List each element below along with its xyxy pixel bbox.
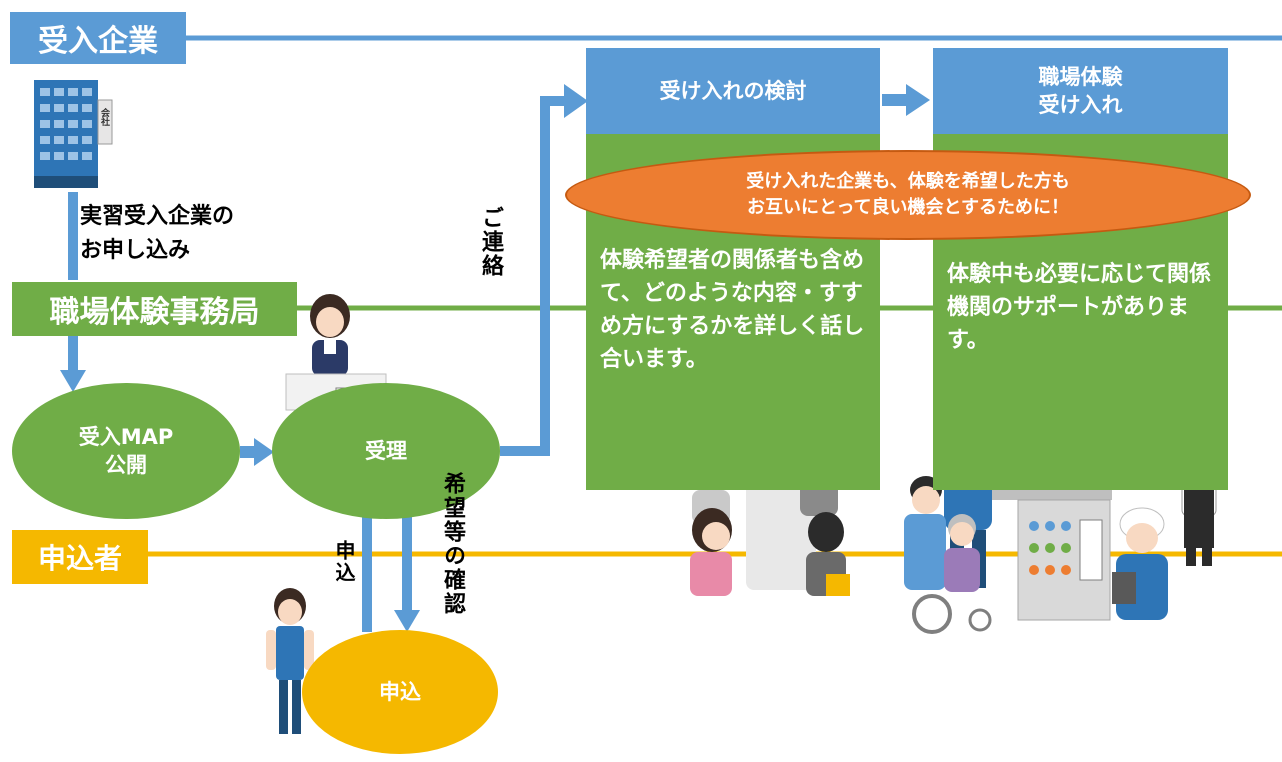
node-map-line-1: 受入MAP [78,424,174,449]
consider-box-title: 受け入れの検討 [586,48,880,134]
node-map-publish: 受入MAP 公開 [12,383,240,519]
node-receipt: 受理 [272,383,500,519]
banner-line-1: 受け入れた企業も、体験を希望した方も [746,170,1070,192]
lane-label-office: 職場体験事務局 [12,282,297,336]
consider-box-text: 体験希望者の関係者も含めて、どのような内容・すすめ方にするかを詳しく話し合います… [600,248,865,372]
lane-label-applicant: 申込者 [12,530,148,584]
node-apply: 申込 [302,630,498,754]
arrow-company-to-office [60,192,86,392]
banner-line-2: お互いにとって良い機会とするために！ [746,197,1070,218]
lane-label-company: 受入企業 [10,12,186,64]
accept-box-title-line-2: 受け入れ [1038,93,1123,117]
arrow-consider-to-accept [882,84,930,116]
office-building-icon [34,80,113,188]
confirm-arrow-label: 希望等の確認 [440,472,465,616]
building-sign: 会社 [99,108,109,126]
apply-arrow-label: 申込 [332,540,356,584]
accept-box-text: 体験中も必要に応じて関係機関のサポートがあります。 [947,262,1212,353]
mutual-benefit-banner: 受け入れた企業も、体験を希望した方も お互いにとって良い機会とするために！ [565,150,1251,240]
company-application-line-2: お申し込み [80,238,191,264]
node-apply-label: 申込 [379,679,421,704]
company-application-line-1: 実習受入企業の [80,204,235,229]
accept-box-title: 職場体験 受け入れ [933,48,1228,134]
node-receipt-label: 受理 [365,438,407,463]
arrow-receipt-to-consider [500,84,588,456]
company-application-text: 実習受入企業の お申し込み [80,200,234,268]
contact-label: ご連絡 [478,206,503,278]
accept-box-title-line-1: 職場体験 [1038,64,1123,89]
arrow-confirm-down [394,488,420,632]
node-map-line-2: 公開 [105,453,147,477]
applicant-person-illustration [266,588,314,734]
arrow-map-to-receipt [240,438,274,466]
